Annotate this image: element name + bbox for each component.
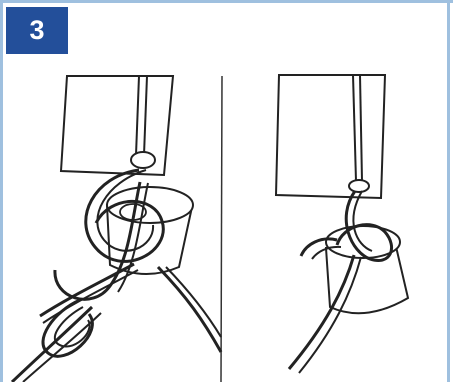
right-step-illustration bbox=[276, 75, 408, 373]
left-step-illustration bbox=[12, 76, 221, 382]
left-cord-strand-b bbox=[166, 267, 221, 337]
left-eyelet bbox=[131, 152, 155, 168]
left-cord-strand-a bbox=[158, 267, 221, 352]
left-fabric-flap bbox=[61, 76, 173, 175]
right-fabric-flap bbox=[276, 75, 385, 198]
right-eyelet bbox=[349, 180, 369, 192]
